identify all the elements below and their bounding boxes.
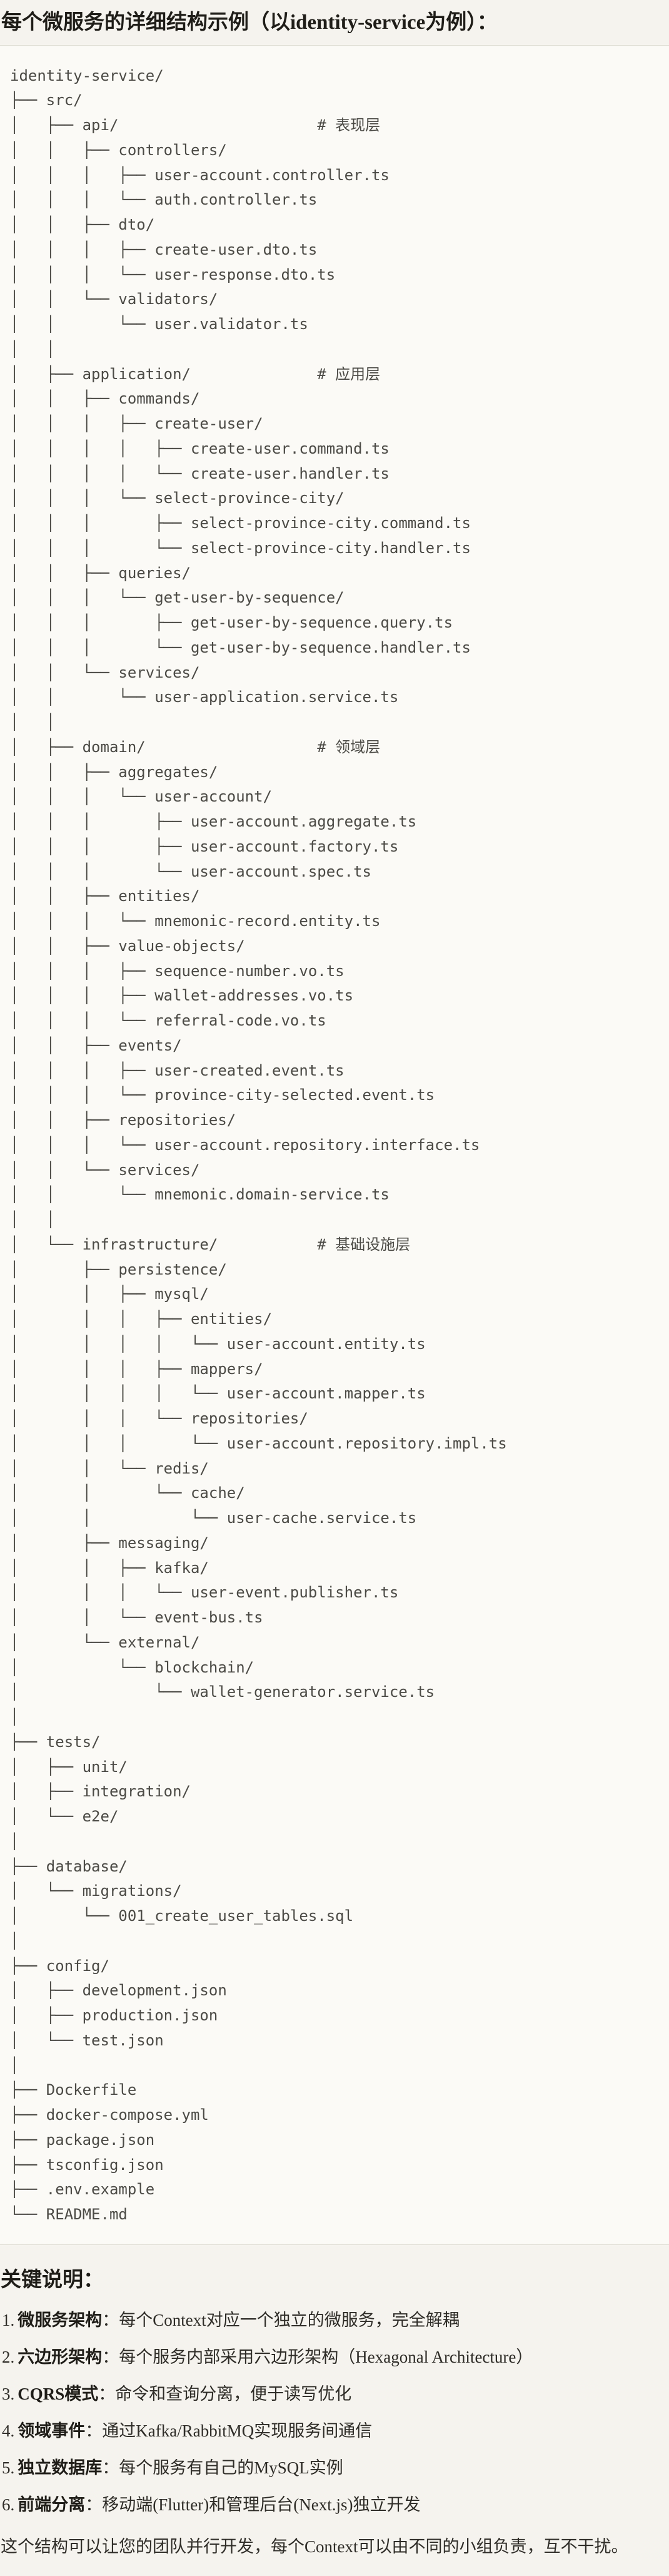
page-title: 每个微服务的详细结构示例（以identity-service为例）： [1, 11, 498, 34]
note-separator: ： [85, 2495, 103, 2515]
note-item: 6.前端分离：移动端(Flutter)和管理后台(Next.js)独立开发 [2, 2493, 669, 2517]
note-item: 4.领域事件：通过Kafka/RabbitMQ实现服务间通信 [2, 2420, 669, 2443]
note-item: 1.微服务架构：每个Context对应一个独立的微服务，完全解耦 [2, 2309, 669, 2332]
note-text: 每个Context对应一个独立的微服务，完全解耦 [119, 2311, 460, 2330]
note-number: 6. [2, 2495, 15, 2515]
note-label: 前端分离 [18, 2495, 86, 2515]
note-separator: ： [102, 2311, 119, 2330]
note-label: 微服务架构 [18, 2311, 103, 2330]
note-separator: ： [102, 2348, 119, 2367]
note-label: 独立数据库 [18, 2458, 103, 2478]
note-text: 通过Kafka/RabbitMQ实现服务间通信 [102, 2421, 373, 2441]
directory-tree: identity-service/ ├── src/ │ ├── api/ # … [10, 66, 507, 2224]
notes-heading: 关键说明： [1, 2268, 104, 2291]
note-number: 4. [2, 2421, 15, 2441]
note-number: 5. [2, 2458, 15, 2478]
note-number: 2. [2, 2348, 15, 2367]
note-separator: ： [102, 2458, 119, 2478]
note-label: CQRS模式 [18, 2385, 99, 2404]
notes-list: 1.微服务架构：每个Context对应一个独立的微服务，完全解耦 2.六边形架构… [0, 2309, 669, 2517]
code-block: identity-service/ ├── src/ │ ├── api/ # … [0, 44, 669, 2245]
note-text: 移动端(Flutter)和管理后台(Next.js)独立开发 [102, 2495, 421, 2515]
closing-paragraph: 这个结构可以让您的团队并行开发，每个Context可以由不同的小组负责，互不干扰… [1, 2537, 628, 2557]
note-text: 命令和查询分离，便于读写优化 [115, 2385, 352, 2404]
note-label: 六边形架构 [18, 2348, 103, 2367]
note-number: 1. [2, 2311, 15, 2330]
note-item: 3.CQRS模式：命令和查询分离，便于读写优化 [2, 2383, 669, 2406]
note-label: 领域事件 [18, 2421, 86, 2441]
note-separator: ： [98, 2385, 116, 2404]
note-number: 3. [2, 2385, 15, 2404]
note-text: 每个服务内部采用六边形架构（Hexagonal Architecture） [119, 2348, 533, 2367]
note-separator: ： [85, 2421, 103, 2441]
note-item: 5.独立数据库：每个服务有自己的MySQL实例 [2, 2456, 669, 2480]
note-text: 每个服务有自己的MySQL实例 [119, 2458, 343, 2478]
note-item: 2.六边形架构：每个服务内部采用六边形架构（Hexagonal Architec… [2, 2346, 669, 2369]
